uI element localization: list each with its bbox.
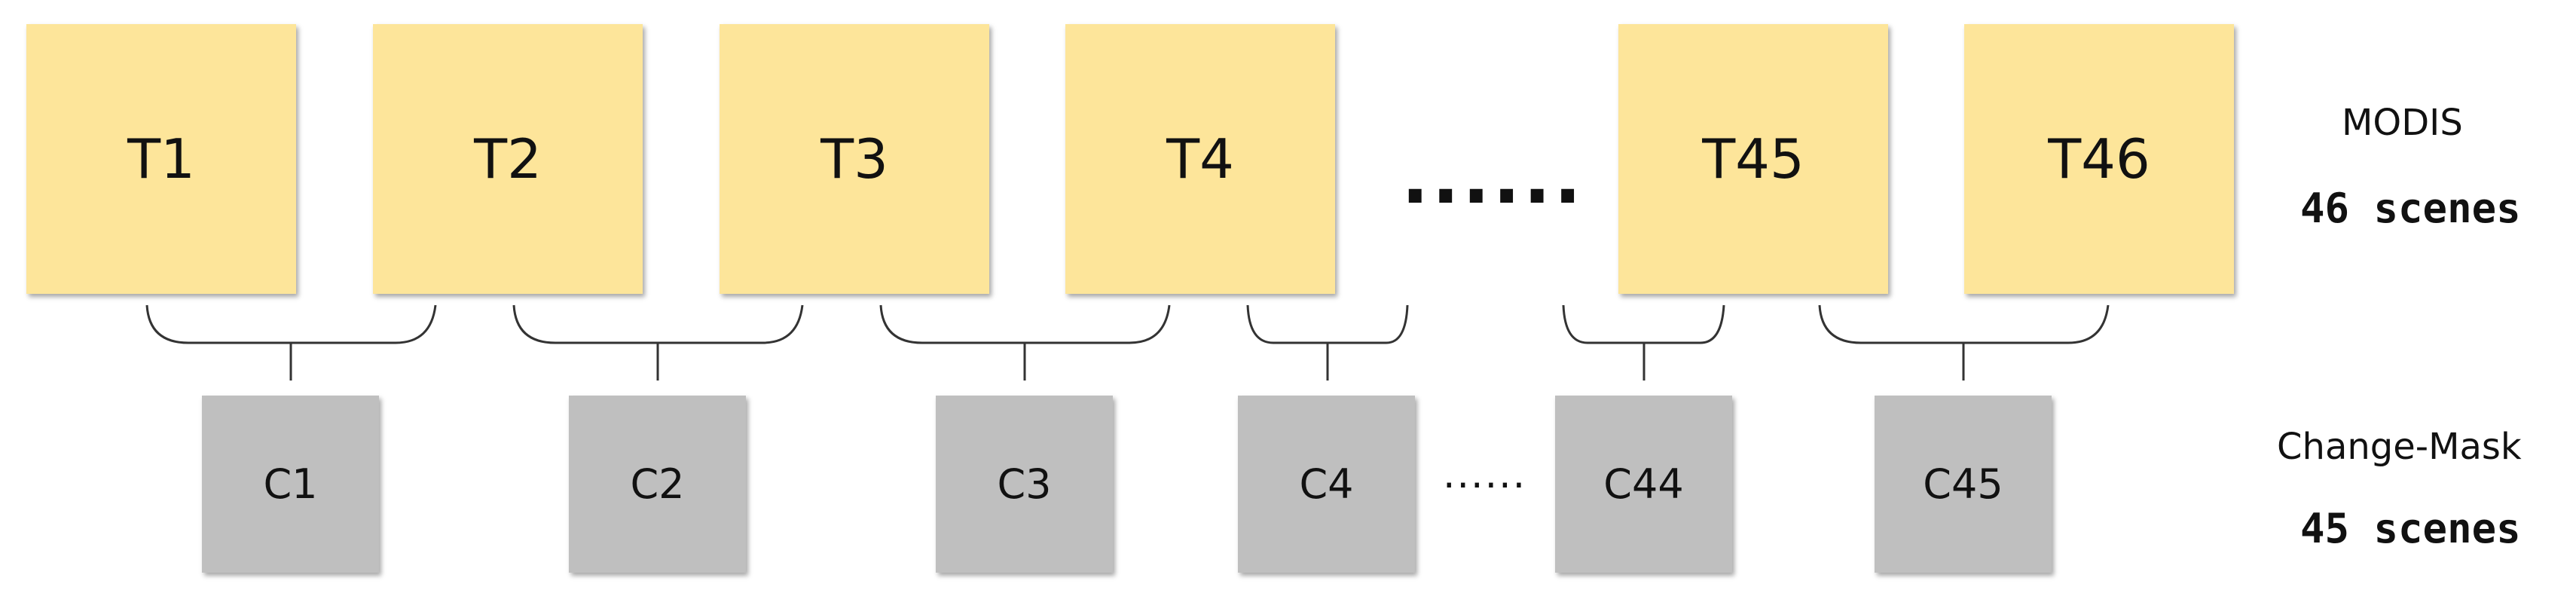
brace-c3 bbox=[879, 304, 1171, 344]
label-change-mask: Change-Mask bbox=[2277, 426, 2522, 468]
brace-c2 bbox=[512, 304, 804, 344]
change-box-c45: C45 bbox=[1875, 396, 2052, 573]
brace-c45 bbox=[1818, 304, 2110, 344]
label-change-count: 45 scenes bbox=[2300, 505, 2521, 552]
change-box-c4: C4 bbox=[1238, 396, 1415, 573]
change-box-c3: C3 bbox=[936, 396, 1113, 573]
time-box-t4: T4 bbox=[1065, 24, 1335, 294]
time-box-t2: T2 bbox=[373, 24, 643, 294]
brace-c4 bbox=[1246, 304, 1409, 344]
time-box-t3: T3 bbox=[720, 24, 989, 294]
label-modis-count: 46 scenes bbox=[2300, 185, 2521, 232]
time-box-t1: T1 bbox=[26, 24, 296, 294]
time-box-t45: T45 bbox=[1618, 24, 1888, 294]
ellipsis-top: ...... bbox=[1401, 136, 1584, 220]
brace-c1 bbox=[145, 304, 437, 344]
time-box-t46: T46 bbox=[1964, 24, 2234, 294]
ellipsis-bottom: ...... bbox=[1443, 452, 1527, 497]
brace-c44 bbox=[1562, 304, 1725, 344]
label-modis: MODIS bbox=[2342, 102, 2463, 144]
change-box-c44: C44 bbox=[1555, 396, 1732, 573]
change-box-c2: C2 bbox=[569, 396, 746, 573]
change-box-c1: C1 bbox=[202, 396, 379, 573]
